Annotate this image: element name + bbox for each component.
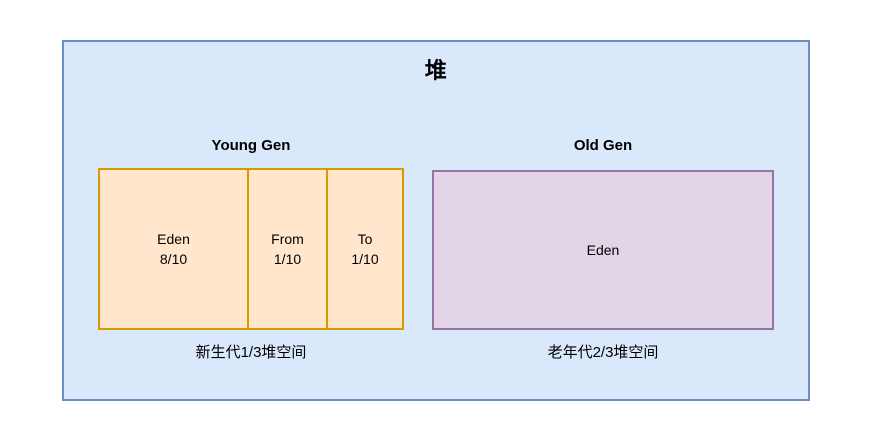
from-cell-fraction: 1/10 <box>273 251 302 267</box>
to-cell-name: To <box>357 231 373 247</box>
to-cell-fraction: 1/10 <box>351 251 379 267</box>
from-cell-name: From <box>271 231 304 247</box>
eden-cell-name: Eden <box>157 231 190 247</box>
eden-cell-fraction: 8/10 <box>159 251 188 267</box>
young-gen-caption: 新生代1/3堆空间 <box>195 344 307 361</box>
young-gen-box: Eden 8/10 From 1/10 To 1/10 <box>98 168 404 330</box>
heap-title: 堆 <box>424 58 448 83</box>
from-cell: From 1/10 <box>247 170 326 328</box>
to-cell: To 1/10 <box>325 170 402 328</box>
old-gen-box: Eden <box>432 170 774 330</box>
eden-cell: Eden 8/10 <box>100 170 247 328</box>
old-gen-cell-name: Eden <box>586 242 620 258</box>
young-gen-label: Young Gen <box>211 137 291 154</box>
old-gen-label: Old Gen <box>573 137 633 154</box>
old-gen-caption: 老年代2/3堆空间 <box>547 344 659 361</box>
heap-container: 堆 Young Gen Eden 8/10 From 1/10 To 1/10 … <box>62 40 810 401</box>
